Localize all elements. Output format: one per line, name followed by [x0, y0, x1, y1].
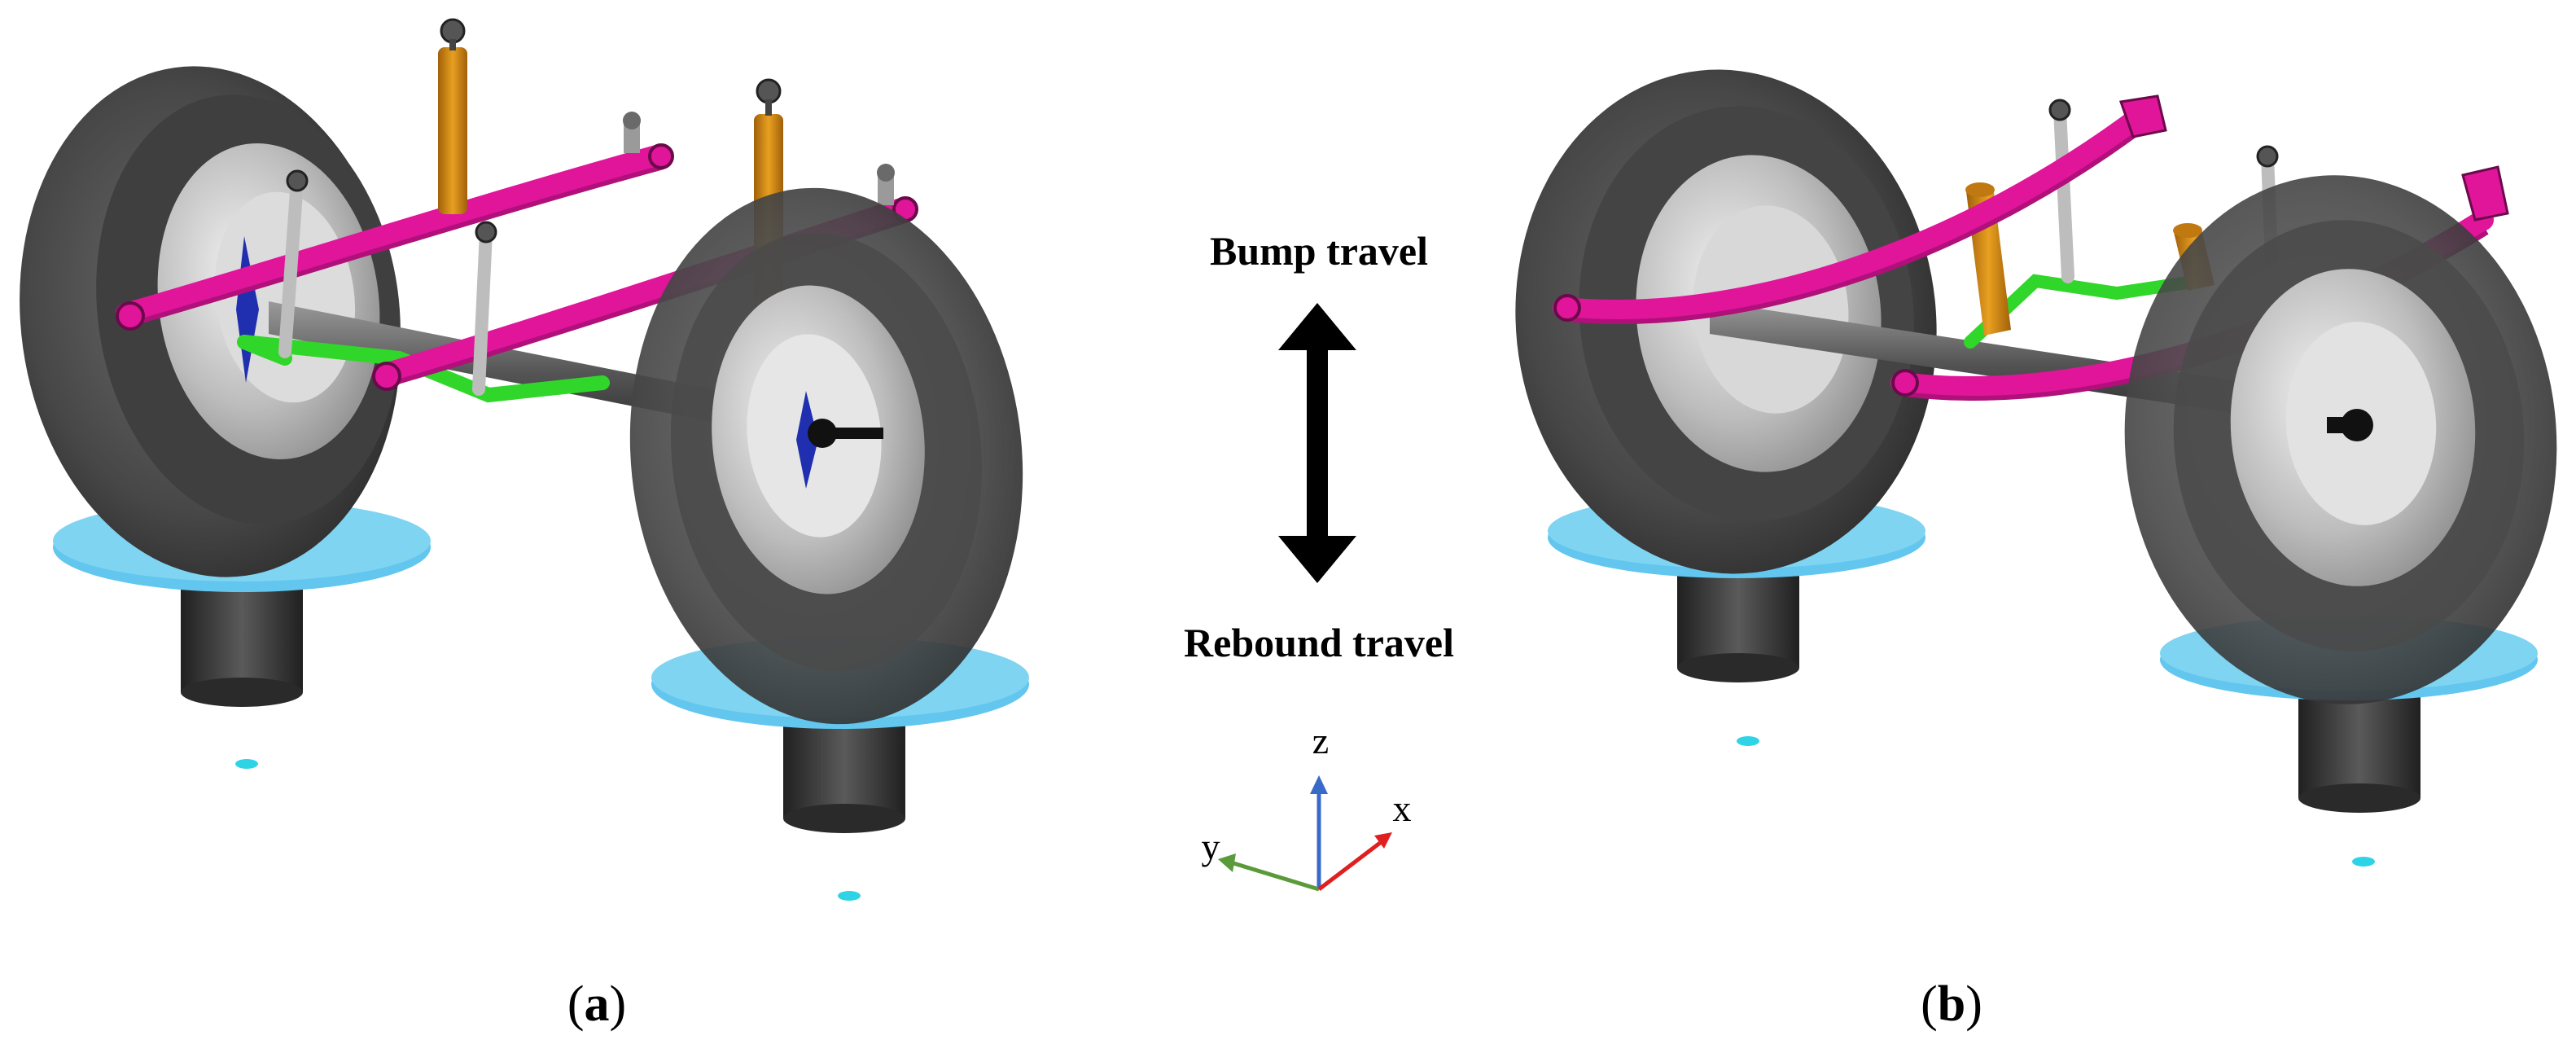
ground-marker: [838, 891, 861, 901]
ground-marker: [1737, 736, 1759, 746]
rebound-travel-label: Rebound travel: [1184, 620, 1454, 665]
panel-label-b: (b): [1921, 976, 1982, 1032]
axis-x-label: x: [1393, 788, 1412, 829]
wheel-right-b: [2124, 175, 2557, 704]
coordinate-axes-icon: [1218, 775, 1392, 892]
wheel-right-a: [629, 187, 1023, 725]
shock-absorber-left-a: [438, 18, 467, 214]
axis-z-label: z: [1312, 720, 1329, 761]
suspension-model-a: [20, 18, 1029, 901]
ground-marker: [235, 759, 258, 769]
link-arms-a: [237, 335, 610, 403]
panel-label-a: (a): [567, 976, 626, 1032]
axis-y-label: y: [1202, 826, 1220, 867]
bump-travel-label: Bump travel: [1210, 228, 1428, 274]
shackle-rods-a: [278, 174, 493, 396]
leaf-spring-front-a: [116, 112, 674, 331]
ground-marker: [2352, 857, 2375, 867]
double-arrow-icon: [1278, 303, 1356, 583]
suspension-model-b: [1515, 69, 2557, 867]
leaf-spring-front-b: [1553, 94, 2167, 324]
